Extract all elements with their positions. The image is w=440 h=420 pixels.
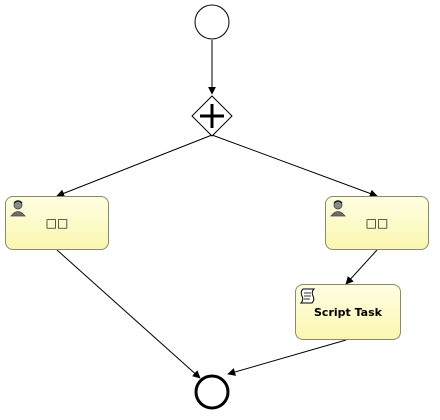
flow-fork-to-right-task [211, 134, 378, 198]
flow-left-task-to-end [56, 249, 201, 379]
parallel-gateway[interactable] [191, 95, 233, 137]
script-task[interactable]: Script Task [295, 284, 401, 340]
task-label: □□ [45, 216, 69, 230]
user-icon [10, 200, 26, 217]
script-icon [299, 288, 316, 304]
plus-icon [200, 104, 224, 128]
flow-right-task-to-script [345, 249, 378, 285]
end-event[interactable] [194, 374, 230, 410]
user-task-right[interactable]: □□ [325, 196, 429, 250]
user-task-left[interactable]: □□ [5, 196, 109, 250]
task-label: Script Task [314, 305, 382, 319]
task-label: □□ [365, 216, 389, 230]
user-icon [330, 200, 346, 217]
flow-script-to-end [227, 339, 347, 376]
flow-fork-to-left-task [56, 134, 213, 198]
start-event[interactable] [194, 4, 230, 40]
